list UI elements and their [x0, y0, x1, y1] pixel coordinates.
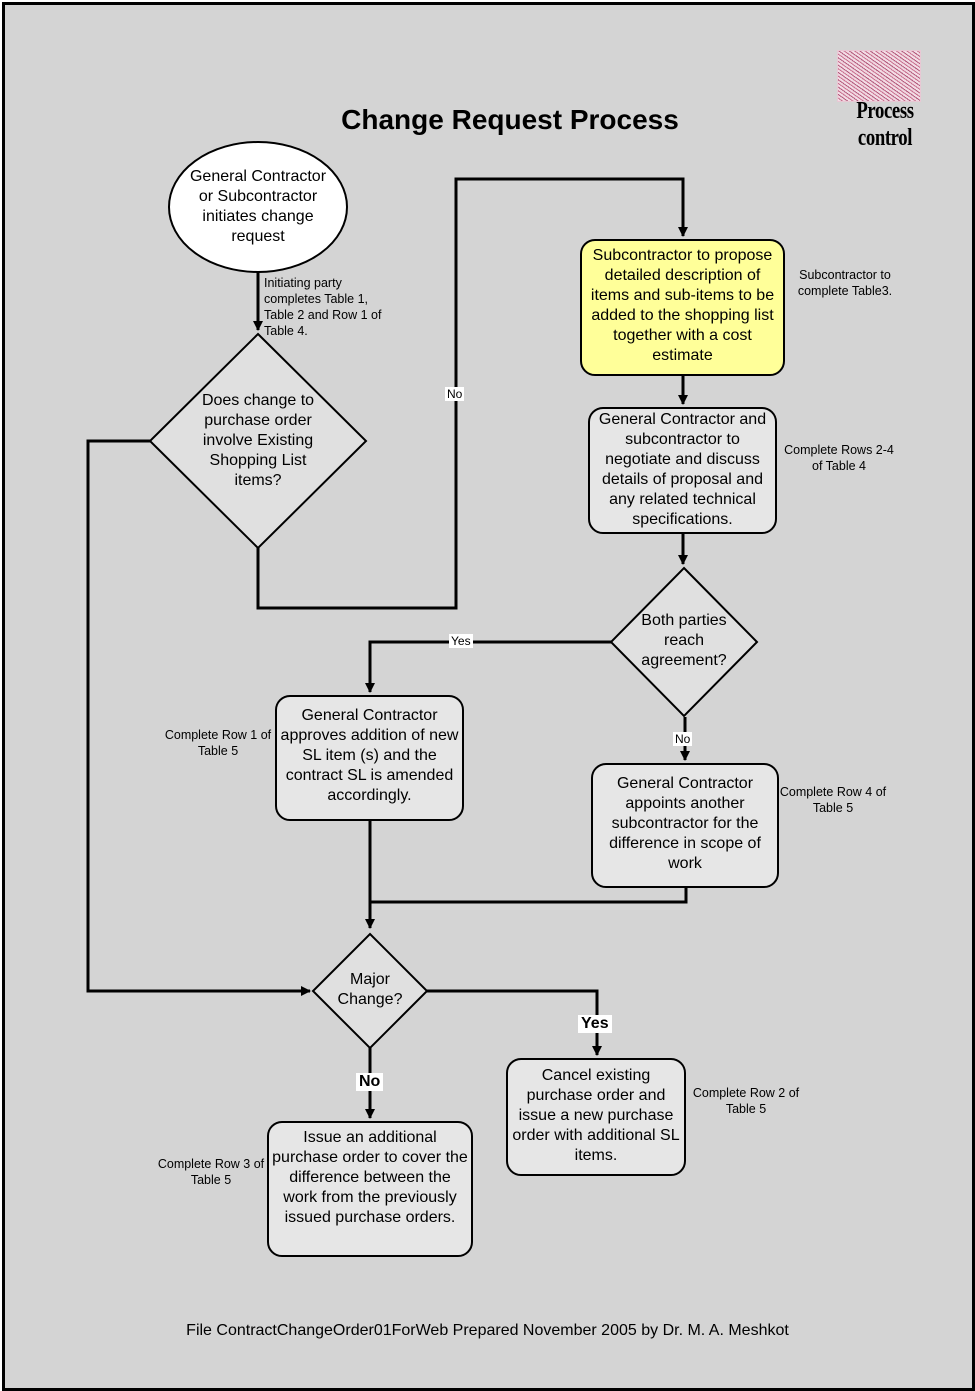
edge-major-yes-to-cancel: [427, 989, 602, 1056]
note-row4-table5: Complete Row 4 of Table 5: [779, 785, 887, 815]
page-title: Change Request Process: [341, 104, 679, 135]
cancel-text: Cancel existing purchase order and issue…: [512, 1067, 680, 1164]
edge-agreement-yes-to-approve: [365, 640, 611, 693]
decision-agreement-diamond: [609, 566, 759, 718]
decision-major-diamond: [311, 932, 429, 1050]
edge-existing-yes-to-major: [86, 439, 311, 996]
cancel-box: [506, 1058, 686, 1176]
process-control-logo: Process control: [815, 48, 955, 151]
decision-major-text: Major Change?: [337, 971, 403, 1008]
decision-existing-diamond: [148, 332, 368, 550]
note-row2-table5: Complete Row 2 of Table 5: [692, 1086, 800, 1116]
edge-label-yes-agreement: Yes: [449, 634, 473, 648]
approve-text: General Contractor approves addition of …: [280, 707, 459, 804]
propose-box: [580, 239, 785, 376]
propose-text: Subcontractor to propose detailed descri…: [590, 247, 775, 364]
negotiate-box: [588, 407, 777, 534]
approve-box: [275, 695, 464, 821]
edge-label-no-agreement: No: [673, 732, 693, 746]
note-row1-table5: Complete Row 1 of Table 5: [164, 728, 272, 758]
edge-label-no-major: No: [356, 1073, 384, 1091]
edge-appoint-to-merge: [370, 887, 688, 904]
note-row3-table5: Complete Row 3 of Table 5: [157, 1157, 265, 1187]
note-initiating: Initiating party completes Table 1, Tabl…: [264, 276, 382, 338]
footer-credit: File ContractChangeOrder01ForWeb Prepare…: [186, 1322, 789, 1339]
start-ellipse: [168, 141, 348, 273]
logo-pattern-image: [837, 50, 921, 102]
note-rows-2-4: Complete Rows 2-4 of Table 4: [784, 443, 894, 473]
issue-text: Issue an additional purchase order to co…: [272, 1129, 468, 1226]
decision-existing-text: Does change to purchase order involve Ex…: [201, 392, 315, 489]
appoint-text: General Contractor appoints another subc…: [609, 775, 761, 872]
negotiate-text: General Contractor and subcontractor to …: [598, 411, 767, 528]
appoint-box: [591, 763, 779, 888]
note-table3: Subcontractor to complete Table3.: [797, 268, 893, 298]
start-node-text: General Contractor or Subcontractor init…: [189, 168, 327, 245]
edge-label-yes-major: Yes: [578, 1015, 612, 1033]
issue-box: [267, 1121, 473, 1257]
decision-agreement-text: Both parties reach agreement?: [641, 612, 727, 669]
edge-label-no-existing: No: [445, 387, 465, 401]
logo-text: Process control: [856, 98, 914, 151]
